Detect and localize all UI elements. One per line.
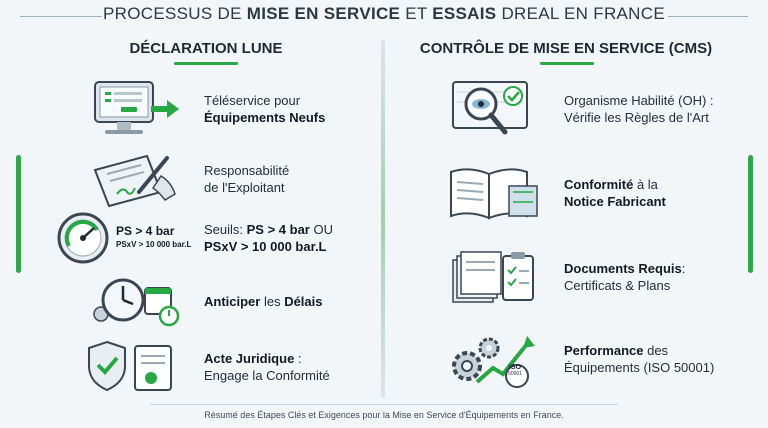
right-side-bar bbox=[748, 155, 753, 273]
left-heading-underline bbox=[174, 62, 238, 65]
left-heading: DÉCLARATION LUNE bbox=[129, 40, 283, 57]
right-heading-underline bbox=[540, 62, 594, 65]
left-item-text-1: Téléservice pour Équipements Neufs bbox=[204, 93, 326, 125]
right-item-text-4: Performance des Équipements (ISO 50001) bbox=[564, 343, 715, 375]
title-rule-right bbox=[668, 16, 748, 17]
clock-calendar-icon bbox=[80, 268, 190, 334]
pressure-gauge-icon: PS > 4 bar PSxV > 10 000 bar.L bbox=[56, 205, 206, 271]
left-item-teleservice: Téléservice pour Équipements Neufs bbox=[80, 76, 325, 142]
right-item-documents: Documents Requis: Certificats & Plans bbox=[440, 244, 685, 310]
left-item-text-3: Seuils: PS > 4 bar OU PSxV > 10 000 bar.… bbox=[204, 222, 333, 254]
right-item-text-2: Conformité à la Notice Fabricant bbox=[564, 177, 666, 209]
page-title: PROCESSUS DE MISE EN SERVICE ET ESSAIS D… bbox=[103, 4, 665, 23]
left-item-text-2: Responsabilité de l'Exploitant bbox=[204, 163, 290, 195]
left-side-bar bbox=[16, 155, 21, 273]
signing-document-icon bbox=[80, 146, 190, 212]
footer-rule bbox=[150, 404, 618, 405]
right-item-performance: ISO 50001 Performance des Équipements (I… bbox=[440, 326, 714, 392]
right-item-text-1: Organisme Habilité (OH) : Vérifie les Rè… bbox=[564, 93, 714, 125]
left-item-responsabilite: Responsabilité de l'Exploitant bbox=[80, 146, 289, 212]
magnifier-eye-icon bbox=[440, 76, 550, 142]
gears-growth-iso-icon: ISO 50001 bbox=[440, 326, 550, 392]
iso-badge: ISO 50001 bbox=[508, 364, 522, 377]
left-item-text-5: Acte Juridique : Engage la Conformité bbox=[204, 351, 330, 383]
left-item-seuils: PS > 4 bar PSxV > 10 000 bar.L Seuils: P… bbox=[56, 205, 333, 271]
right-item-text-3: Documents Requis: Certificats & Plans bbox=[564, 261, 686, 293]
gauge-label: PS > 4 bar PSxV > 10 000 bar.L bbox=[116, 224, 192, 249]
open-manual-icon bbox=[440, 160, 550, 226]
title-rule-left bbox=[20, 16, 102, 17]
computer-form-icon bbox=[80, 76, 190, 142]
left-item-text-4: Anticiper les Délais bbox=[204, 293, 323, 309]
right-item-organisme: Organisme Habilité (OH) : Vérifie les Rè… bbox=[440, 76, 714, 142]
right-heading: CONTRÔLE DE MISE EN SERVICE (CMS) bbox=[419, 40, 713, 57]
left-item-acte-juridique: Acte Juridique : Engage la Conformité bbox=[80, 334, 330, 400]
documents-clipboard-icon bbox=[440, 244, 550, 310]
left-item-delais: Anticiper les Délais bbox=[80, 268, 323, 334]
right-item-conformite: Conformité à la Notice Fabricant bbox=[440, 160, 666, 226]
footer-caption: Résumé des Étapes Clés et Exigences pour… bbox=[204, 410, 564, 420]
shield-certificate-icon bbox=[80, 334, 190, 400]
center-divider bbox=[381, 40, 385, 398]
